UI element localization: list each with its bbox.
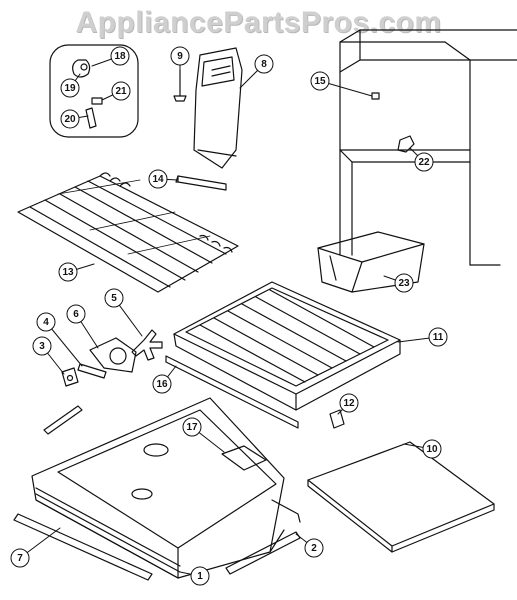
callout-label: 16 [156, 379, 168, 390]
callout-18: 18 [91, 46, 130, 67]
callout-circle [152, 374, 172, 394]
callout-label: 13 [62, 267, 74, 278]
callout-label: 6 [73, 309, 79, 320]
callout-23: 23 [383, 273, 414, 293]
callout-7: 7 [10, 527, 61, 568]
callout-label: 22 [418, 157, 430, 168]
callout-label: 8 [261, 59, 267, 70]
callout-circle [66, 304, 86, 324]
part-5-fan [131, 329, 163, 361]
callout-circle [58, 262, 78, 282]
callout-22: 22 [409, 147, 434, 172]
part-8-duct [193, 47, 243, 169]
part-14-bracket [175, 175, 227, 191]
callout-circle [414, 152, 434, 172]
callout-label: 18 [114, 51, 126, 62]
callout-label: 2 [311, 543, 317, 554]
callout-label: 20 [64, 114, 76, 125]
inset-hardware-box [49, 44, 139, 138]
callout-circle [36, 312, 56, 332]
callout-15: 15 [310, 71, 373, 97]
part-16-strip [165, 355, 299, 429]
part-7-rail [13, 513, 153, 581]
callout-circle [104, 288, 124, 308]
cabinet-corner [339, 29, 517, 266]
callout-label: 19 [64, 83, 76, 94]
part-3-control [61, 367, 79, 387]
part-23-pan [317, 231, 425, 293]
callout-label: 21 [115, 86, 127, 97]
callout-circle [10, 548, 30, 568]
callout-label: 14 [152, 174, 164, 185]
callout-2: 2 [295, 533, 324, 558]
part-9-screw [173, 69, 187, 102]
callout-16: 16 [152, 365, 177, 394]
callout-label: 11 [433, 332, 444, 343]
callout-circle [60, 78, 80, 98]
crisper-cover-frame [31, 397, 285, 579]
callout-label: 1 [197, 571, 203, 582]
callout-circle [110, 46, 130, 66]
callout-1: 1 [179, 566, 210, 586]
part-6-bracket [89, 337, 137, 373]
callout-circle [190, 566, 210, 586]
callout-14: 14 [148, 169, 179, 189]
callout-circle [111, 81, 131, 101]
callout-19: 19 [60, 73, 81, 98]
callout-4: 4 [36, 312, 83, 367]
part-17-cover [221, 445, 267, 471]
callout-10: 10 [403, 439, 442, 459]
callout-label: 17 [186, 422, 198, 433]
part-10-panel [307, 441, 495, 553]
callout-17: 17 [182, 417, 225, 453]
part-2-rail [225, 499, 301, 575]
callout-9: 9 [170, 46, 190, 71]
callout-circle [60, 109, 80, 129]
callout-11: 11 [397, 327, 448, 347]
callout-label: 12 [343, 398, 355, 409]
callout-circle [32, 336, 52, 356]
part-12-clip [329, 409, 345, 429]
callout-8: 8 [239, 54, 274, 89]
watermark-text: AppliancePartsPros.com [75, 6, 442, 39]
callout-3: 3 [32, 336, 65, 375]
callout-circle [428, 327, 448, 347]
callout-label: 4 [43, 317, 49, 328]
callout-label: 9 [177, 51, 183, 62]
callout-label: 23 [398, 278, 410, 289]
part-1-rail [43, 405, 83, 435]
callout-circle [254, 54, 274, 74]
callout-label: 5 [111, 293, 117, 304]
part-4-bracket [77, 363, 107, 379]
callout-label: 15 [314, 76, 326, 87]
part-13-wire-shelf [17, 172, 239, 293]
callout-circle [310, 71, 330, 91]
callout-circle [394, 273, 414, 293]
callout-6: 6 [66, 304, 99, 349]
callout-circle [339, 393, 359, 413]
callout-5: 5 [104, 288, 143, 337]
callout-label: 10 [426, 444, 438, 455]
callout-20: 20 [60, 109, 89, 129]
callout-21: 21 [101, 81, 131, 101]
callout-circle [422, 439, 442, 459]
callout-circle [170, 46, 190, 66]
callout-circle [182, 417, 202, 437]
callout-label: 3 [39, 341, 45, 352]
callout-circle [148, 169, 168, 189]
callout-label: 7 [17, 553, 23, 564]
callout-circle [304, 538, 324, 558]
part-15-plug [371, 92, 380, 100]
callout-13: 13 [58, 262, 95, 282]
part-11-shelf [173, 281, 401, 411]
callout-12: 12 [337, 393, 359, 415]
